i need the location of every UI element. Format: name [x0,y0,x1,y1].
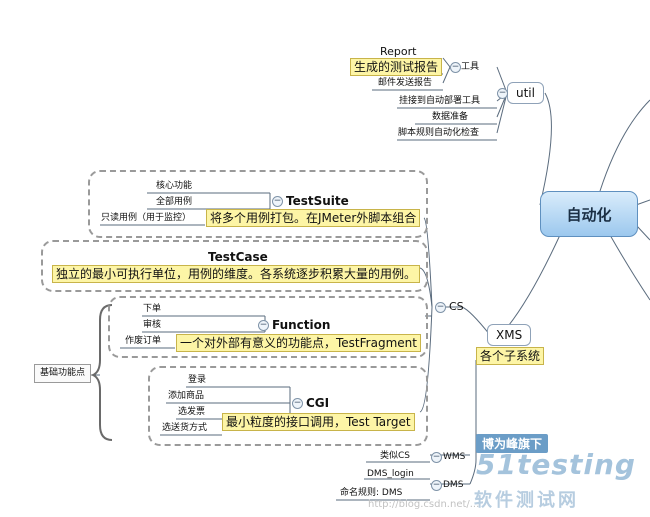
testsuite-title[interactable]: TestSuite [286,194,349,208]
dms-naming-rule-label: DMS [381,488,403,498]
deploy-node[interactable]: 挂接到自动部署工具 [399,96,480,107]
function-description: 一个对外部有意义的功能点，TestFragment [176,334,421,353]
wms-child-label: 类似CS [380,451,410,461]
cgi-item-invoice[interactable]: 选发票 [178,407,205,418]
function-item-audit-label: 审核 [143,320,162,330]
tools-node[interactable]: 工具 [461,62,479,73]
function-collapse-toggle[interactable]: − [258,320,269,331]
dms-label: DMS [443,480,464,490]
function-item-order[interactable]: 下单 [143,304,161,315]
function-item-audit[interactable]: 审核 [143,320,161,331]
cs-collapse-toggle[interactable]: − [435,302,446,313]
function-description-text: 一个对外部有意义的功能点，TestFragment [180,336,417,350]
cgi-group [148,366,428,446]
dms-login-label: DMS_login [367,469,414,479]
data-prep-label: 数据准备 [432,112,469,122]
testsuite-item-readonly-label: 只读用例（用于监控） [101,213,192,223]
cgi-title[interactable]: CGI [306,396,329,410]
data-prep-node[interactable]: 数据准备 [432,112,468,123]
watermark-url: http://blog.csdn.net/... [368,499,479,510]
testsuite-title-label: TestSuite [286,194,349,208]
testsuite-item-all-label: 全部用例 [156,197,193,207]
watermark-cn-text: 软件测试网 [474,490,579,511]
report-node[interactable]: Report [380,45,416,58]
testcase-description-text: 独立的最小可执行单位，用例的维度。各系统逐步积累大量的用例。 [56,267,417,281]
dms-naming-rule-node[interactable]: 命名规则: DMS [340,488,402,499]
watermark-url-text: http://blog.csdn.net/... [368,499,480,510]
testcase-group [41,240,428,292]
mail-report-label: 邮件发送报告 [378,78,433,88]
dms-login-node[interactable]: DMS_login [367,469,414,480]
cgi-item-login-label: 登录 [188,375,207,385]
function-item-cancel[interactable]: 作废订单 [125,336,161,347]
function-title[interactable]: Function [272,318,330,332]
watermark-brand-text: 51testing [476,448,636,481]
tools-label: 工具 [461,62,480,72]
script-check-label: 脚本规则自动化检查 [398,128,480,138]
testsuite-group [88,170,428,238]
watermark-brand: 51testing [476,448,636,481]
report-description: 生成的测试报告 [350,58,443,77]
basic-function-label: 基础功能点 [34,364,92,383]
wms-node[interactable]: WMS [443,452,465,463]
testsuite-description-text: 将多个用例打包。在JMeter外脚本组合 [210,211,417,225]
xms-description: 各个子系统 [476,347,545,366]
central-topic[interactable]: 自动化 [540,191,638,237]
deploy-label: 挂接到自动部署工具 [399,96,481,106]
cs-label: CS [449,300,464,313]
mail-report-node[interactable]: 邮件发送报告 [378,78,432,89]
cgi-collapse-toggle[interactable]: − [292,398,303,409]
script-check-node[interactable]: 脚本规则自动化检查 [398,128,479,139]
dms-naming-rule-prefix: 命名规则: [340,488,380,498]
cgi-item-shipping[interactable]: 选送货方式 [162,423,207,434]
testsuite-item-readonly[interactable]: 只读用例（用于监控） [101,213,191,224]
central-topic-label: 自动化 [566,205,612,224]
curly-brace [90,304,113,441]
testcase-title[interactable]: TestCase [208,250,268,264]
watermark-site: 博为峰旗下 [476,434,549,453]
function-title-label: Function [272,318,331,332]
util-collapse-toggle[interactable]: − [497,88,508,99]
testsuite-collapse-toggle[interactable]: − [272,196,283,207]
cgi-item-invoice-label: 选发票 [178,407,206,417]
function-item-cancel-label: 作废订单 [125,336,162,346]
cs-node[interactable]: CS [449,300,464,313]
cgi-item-shipping-label: 选送货方式 [162,423,208,433]
testsuite-description: 将多个用例打包。在JMeter外脚本组合 [206,209,421,228]
util-node[interactable]: util [507,82,544,105]
tools-collapse-toggle[interactable]: − [450,62,461,73]
report-description-text: 生成的测试报告 [354,60,439,74]
testsuite-item-core-label: 核心功能 [156,181,193,191]
cgi-item-add-product[interactable]: 添加商品 [168,391,204,402]
cgi-item-login[interactable]: 登录 [188,375,206,386]
wms-collapse-toggle[interactable]: − [431,452,442,463]
cgi-description: 最小粒度的接口调用，Test Target [222,413,415,432]
function-group [108,296,428,358]
testsuite-item-all[interactable]: 全部用例 [156,197,192,208]
wms-child[interactable]: 类似CS [380,451,410,462]
function-item-order-label: 下单 [143,304,162,314]
dms-node[interactable]: DMS [443,480,463,491]
xms-label: XMS [496,328,523,342]
testcase-title-label: TestCase [208,250,268,264]
cgi-item-add-product-label: 添加商品 [168,391,205,401]
cgi-description-text: 最小粒度的接口调用，Test Target [226,415,411,429]
testsuite-item-core[interactable]: 核心功能 [156,181,192,192]
wms-label: WMS [443,452,466,462]
cgi-title-label: CGI [306,396,330,410]
watermark-cn: 软件测试网 [474,486,579,512]
basic-function-label-text: 基础功能点 [40,368,86,378]
report-label: Report [380,45,417,58]
xms-description-text: 各个子系统 [480,349,541,363]
dms-collapse-toggle[interactable]: − [431,480,442,491]
watermark-site-text: 博为峰旗下 [482,437,543,451]
testcase-description: 独立的最小可执行单位，用例的维度。各系统逐步积累大量的用例。 [52,265,421,284]
xms-node[interactable]: XMS [487,324,532,347]
util-label: util [516,86,535,100]
